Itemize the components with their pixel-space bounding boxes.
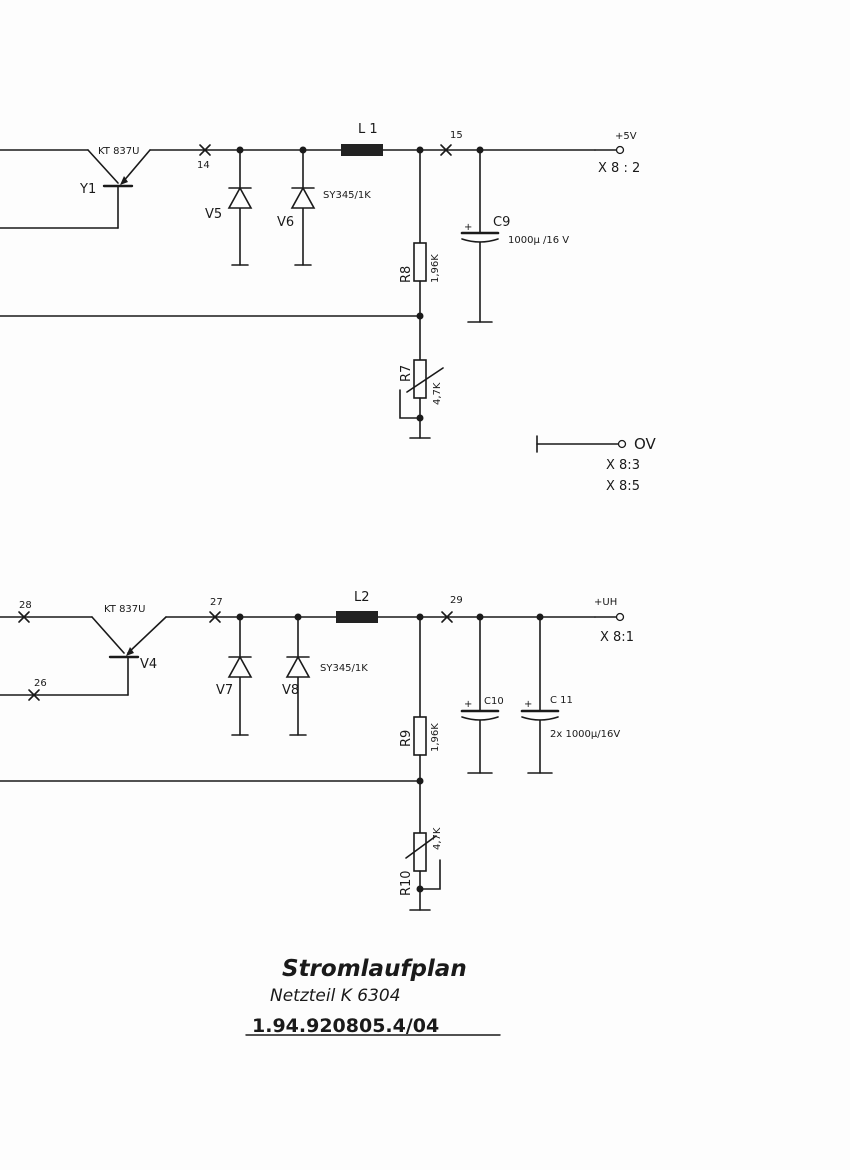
diagram-subtitle: Netzteil K 6304 — [270, 986, 401, 1006]
resistor-r9-value: 1,96K — [430, 723, 441, 752]
point-label-26: 26 — [34, 678, 47, 689]
diode-v8 — [285, 616, 311, 736]
resistor-r8 — [413, 149, 427, 361]
capacitor-c9-ref: C9 — [493, 215, 510, 230]
upper-circuit — [0, 144, 625, 439]
output-label-5v: +5V — [615, 131, 637, 142]
resistor-r8-ref: R8 — [399, 266, 414, 283]
diode-v7 — [227, 616, 253, 736]
ground-terminal — [536, 435, 627, 453]
capacitor-c10-c11-value: 2x 1000µ/16V — [550, 729, 620, 740]
resistor-r10-value: 4,7K — [432, 827, 443, 850]
diode-v5 — [227, 149, 253, 266]
point-label-27: 27 — [210, 597, 223, 608]
diode-v6-ref: V6 — [277, 215, 294, 230]
diode-v5-ref: V5 — [205, 207, 222, 222]
resistor-r10-ref: R10 — [399, 870, 414, 896]
cross-marker-26 — [28, 689, 40, 701]
ground-pin-x8-3: X 8:3 — [606, 458, 640, 473]
point-label-28: 28 — [19, 600, 32, 611]
point-label-15: 15 — [450, 130, 463, 141]
cross-marker-27 — [209, 611, 221, 623]
capacitor-c10-polarity: + — [464, 699, 472, 710]
transistor-v4-type: KT 837U — [104, 604, 145, 615]
capacitor-c10-ref: C10 — [484, 696, 504, 707]
capacitor-c9-value: 1000µ /16 V — [508, 235, 569, 246]
capacitor-c9 — [460, 149, 500, 323]
resistor-r7-value: 4,7K — [432, 382, 443, 405]
cross-marker-28 — [18, 611, 30, 623]
cross-marker-15 — [440, 144, 452, 156]
diode-v6 — [290, 149, 316, 266]
capacitor-c10 — [460, 616, 500, 774]
diagram-title: Stromlaufplan — [282, 956, 467, 982]
output-pin-x8-2: X 8 : 2 — [598, 161, 640, 176]
resistor-r8-value: 1,96K — [430, 254, 441, 283]
lower-circuit — [0, 611, 625, 911]
inductor-l2 — [336, 611, 378, 623]
inductor-l1-ref: L 1 — [358, 122, 378, 137]
diode-type-upper: SY345/1K — [323, 190, 371, 201]
diode-v8-ref: V8 — [282, 683, 299, 698]
resistor-r7 — [399, 359, 444, 439]
ground-pin-x8-5: X 8:5 — [606, 479, 640, 494]
cross-marker-29 — [441, 611, 453, 623]
inductor-l1 — [341, 144, 383, 156]
diode-type-lower: SY345/1K — [320, 663, 368, 674]
point-label-29: 29 — [450, 595, 463, 606]
diode-v7-ref: V7 — [216, 683, 233, 698]
ground-label: OV — [634, 435, 657, 453]
capacitor-c11-polarity: + — [524, 699, 532, 710]
resistor-r10 — [405, 832, 441, 911]
inductor-l2-ref: L2 — [354, 590, 370, 605]
resistor-r9 — [413, 616, 427, 834]
point-label-14: 14 — [197, 160, 210, 171]
capacitor-c9-polarity: + — [464, 222, 472, 233]
output-label-uh: +UH — [594, 597, 617, 608]
transistor-v4-ref: V4 — [140, 657, 157, 672]
transistor-y1-ref: Y1 — [79, 182, 96, 197]
output-pin-x8-1: X 8:1 — [600, 630, 634, 645]
transistor-y1-type: KT 837U — [98, 146, 139, 157]
resistor-r9-ref: R9 — [399, 730, 414, 747]
cross-marker-14 — [199, 144, 211, 156]
capacitor-c11-ref: C 11 — [550, 695, 573, 706]
capacitor-c11 — [520, 616, 560, 774]
drawing-number: 1.94.920805.4/04 — [252, 1015, 439, 1037]
resistor-r7-ref: R7 — [399, 365, 414, 382]
